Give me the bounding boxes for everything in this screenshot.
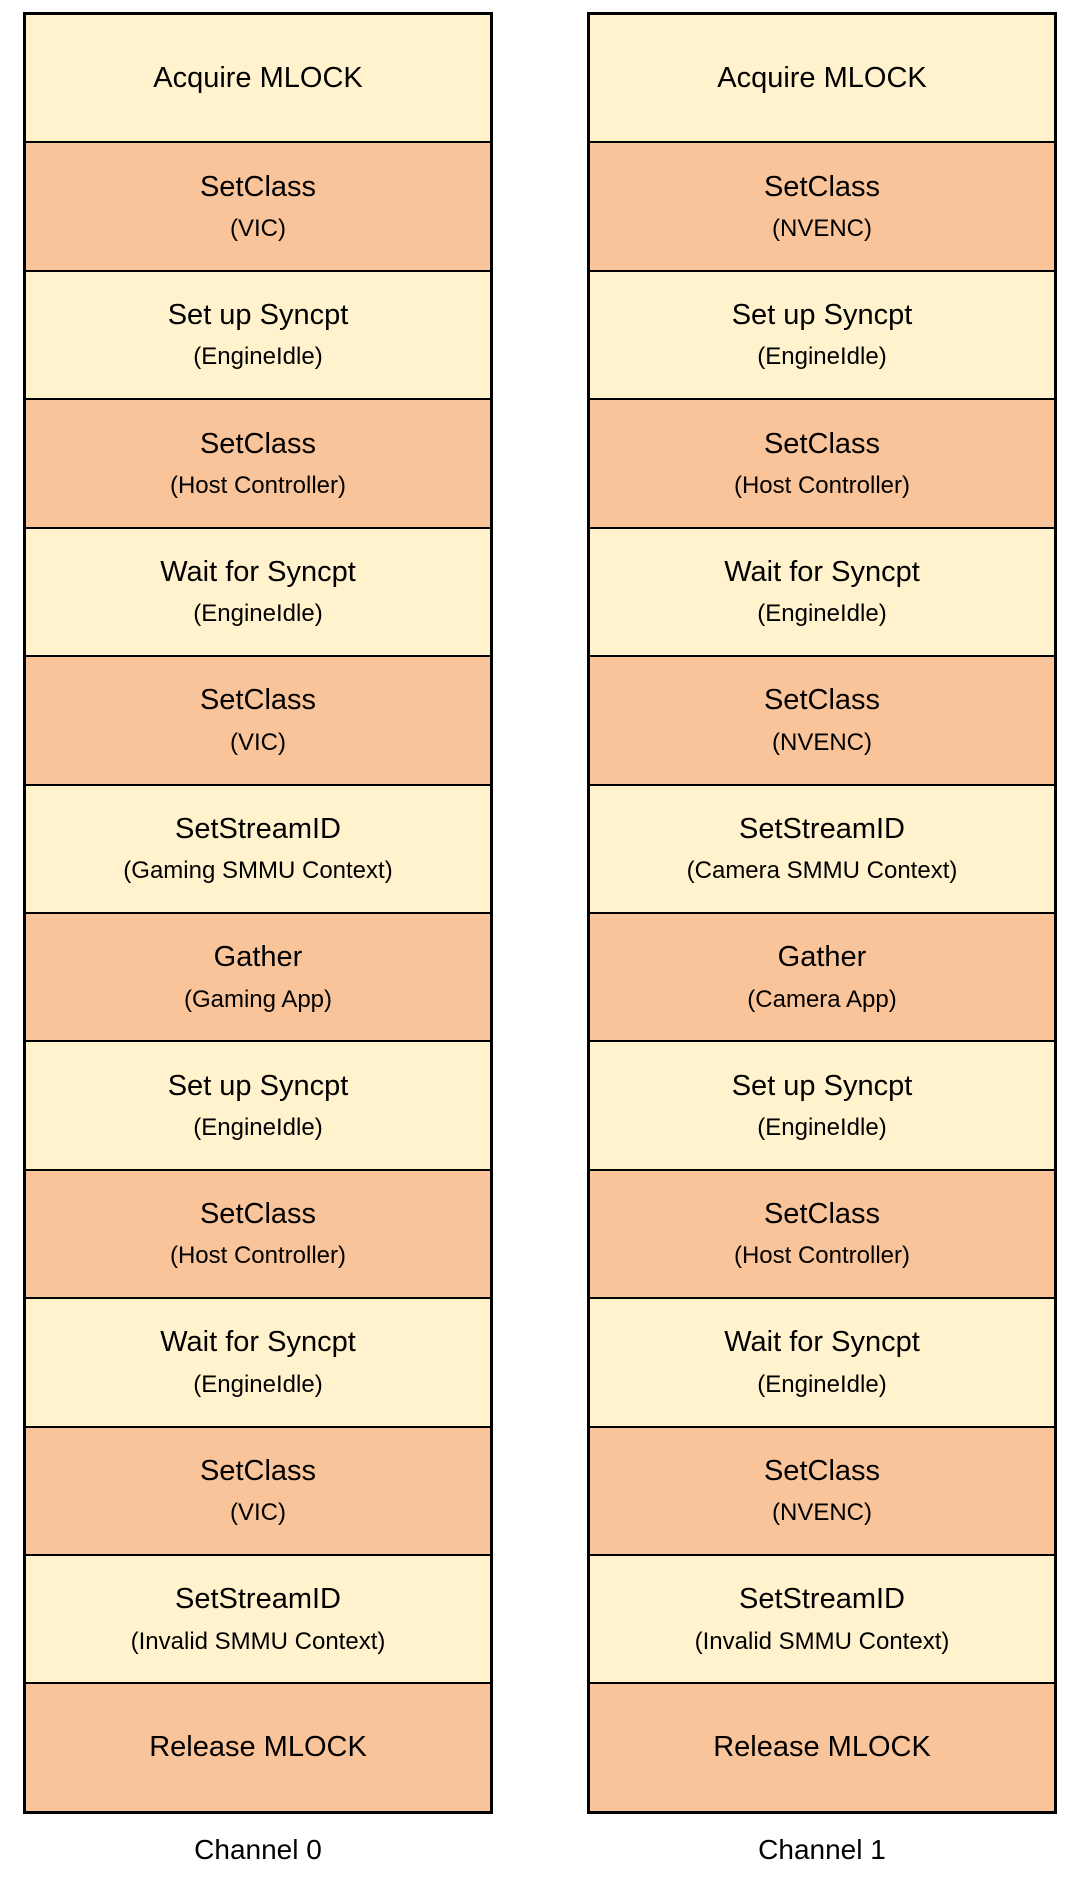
step-title: SetClass [199,1198,317,1231]
step-title: SetClass [199,427,317,460]
step-title: Gather [777,941,867,974]
step-detail: (EngineIdle) [193,1113,323,1141]
flow-step: Release MLOCK [590,1684,1054,1811]
step-title: SetClass [763,1198,881,1231]
flow-step: SetClass (Host Controller) [590,400,1054,529]
step-detail: (Camera App) [747,985,897,1013]
flow-step: SetClass (Host Controller) [26,400,490,529]
step-detail: (NVENC) [772,728,872,756]
step-title: Set up Syncpt [731,299,913,332]
flow-step: Wait for Syncpt (EngineIdle) [590,528,1054,658]
flow-step: SetStreamID (Camera SMMU Context) [590,785,1054,914]
step-detail: (Host Controller) [169,1242,347,1270]
flow-step: SetClass (Host Controller) [590,1170,1054,1300]
command-stack: Acquire MLOCK SetClass (VIC) Set up Sync… [23,12,493,1814]
step-title: SetClass [199,1454,317,1487]
flow-step: Release MLOCK [26,1684,490,1811]
step-detail: (EngineIdle) [193,1370,323,1398]
flow-step: Wait for Syncpt (EngineIdle) [590,1299,1054,1428]
flow-step: Acquire MLOCK [26,15,490,144]
flow-step: Wait for Syncpt (EngineIdle) [26,528,490,658]
step-title: SetStreamID [739,1583,905,1616]
step-title: Acquire MLOCK [153,61,363,94]
step-detail: (EngineIdle) [193,343,323,371]
channel-label: Channel 1 [758,1834,886,1865]
step-detail: (NVENC) [772,1499,872,1527]
flow-step: Wait for Syncpt (EngineIdle) [26,1299,490,1428]
step-detail: (EngineIdle) [193,600,323,628]
flow-step: SetClass (NVENC) [590,143,1054,272]
flow-step: Set up Syncpt (EngineIdle) [590,271,1054,401]
step-detail: (EngineIdle) [757,1113,887,1141]
step-title: Wait for Syncpt [160,555,356,588]
step-detail: (Gaming SMMU Context) [123,857,393,885]
step-title: Wait for Syncpt [724,555,920,588]
step-detail: (Camera SMMU Context) [686,857,958,885]
flow-step: SetStreamID (Gaming SMMU Context) [26,785,490,914]
channel-column-0: Acquire MLOCK SetClass (VIC) Set up Sync… [23,12,493,1866]
flow-step: SetStreamID (Invalid SMMU Context) [26,1556,490,1685]
step-title: Set up Syncpt [167,1069,349,1102]
flow-step: Gather (Camera App) [590,913,1054,1043]
step-detail: (Host Controller) [733,471,911,499]
step-title: Release MLOCK [713,1731,931,1764]
step-title: Wait for Syncpt [160,1326,356,1359]
step-title: Wait for Syncpt [724,1326,920,1359]
step-title: SetClass [199,684,317,717]
flow-step: SetClass (Host Controller) [26,1170,490,1300]
flow-step: Acquire MLOCK [590,15,1054,144]
step-detail: (Host Controller) [733,1242,911,1270]
step-title: Set up Syncpt [167,299,349,332]
step-title: Set up Syncpt [731,1069,913,1102]
step-detail: (EngineIdle) [757,600,887,628]
flow-step: Gather (Gaming App) [26,913,490,1043]
flow-step: SetStreamID (Invalid SMMU Context) [590,1556,1054,1685]
flow-step: Set up Syncpt (EngineIdle) [26,271,490,401]
command-stack: Acquire MLOCK SetClass (NVENC) Set up Sy… [587,12,1057,1814]
flow-step: SetClass (VIC) [26,143,490,272]
flow-step: SetClass (VIC) [26,657,490,786]
step-detail: (VIC) [230,1499,286,1527]
step-title: Gather [213,941,303,974]
step-title: SetStreamID [175,812,341,845]
flow-step: SetClass (NVENC) [590,1427,1054,1557]
step-detail: (Invalid SMMU Context) [130,1627,386,1655]
step-title: SetClass [763,427,881,460]
step-title: SetStreamID [739,812,905,845]
step-title: SetClass [763,170,881,203]
step-detail: (NVENC) [772,215,872,242]
flow-step: SetClass (NVENC) [590,657,1054,786]
step-detail: (Invalid SMMU Context) [694,1627,950,1655]
step-title: SetClass [763,1454,881,1487]
step-title: Release MLOCK [149,1731,367,1764]
step-detail: (VIC) [230,728,286,756]
step-detail: (VIC) [230,215,286,242]
step-detail: (EngineIdle) [757,343,887,371]
flow-step: SetClass (VIC) [26,1427,490,1557]
channel-command-diagram: Acquire MLOCK SetClass (VIC) Set up Sync… [23,12,1057,1866]
step-title: SetClass [763,684,881,717]
channel-column-1: Acquire MLOCK SetClass (NVENC) Set up Sy… [587,12,1057,1866]
flow-step: Set up Syncpt (EngineIdle) [590,1042,1054,1171]
flow-step: Set up Syncpt (EngineIdle) [26,1042,490,1171]
step-detail: (EngineIdle) [757,1370,887,1398]
step-detail: (Host Controller) [169,471,347,499]
step-title: SetStreamID [175,1583,341,1616]
channel-label: Channel 0 [194,1834,322,1865]
step-detail: (Gaming App) [183,985,333,1013]
step-title: SetClass [199,170,317,203]
step-title: Acquire MLOCK [717,61,927,94]
